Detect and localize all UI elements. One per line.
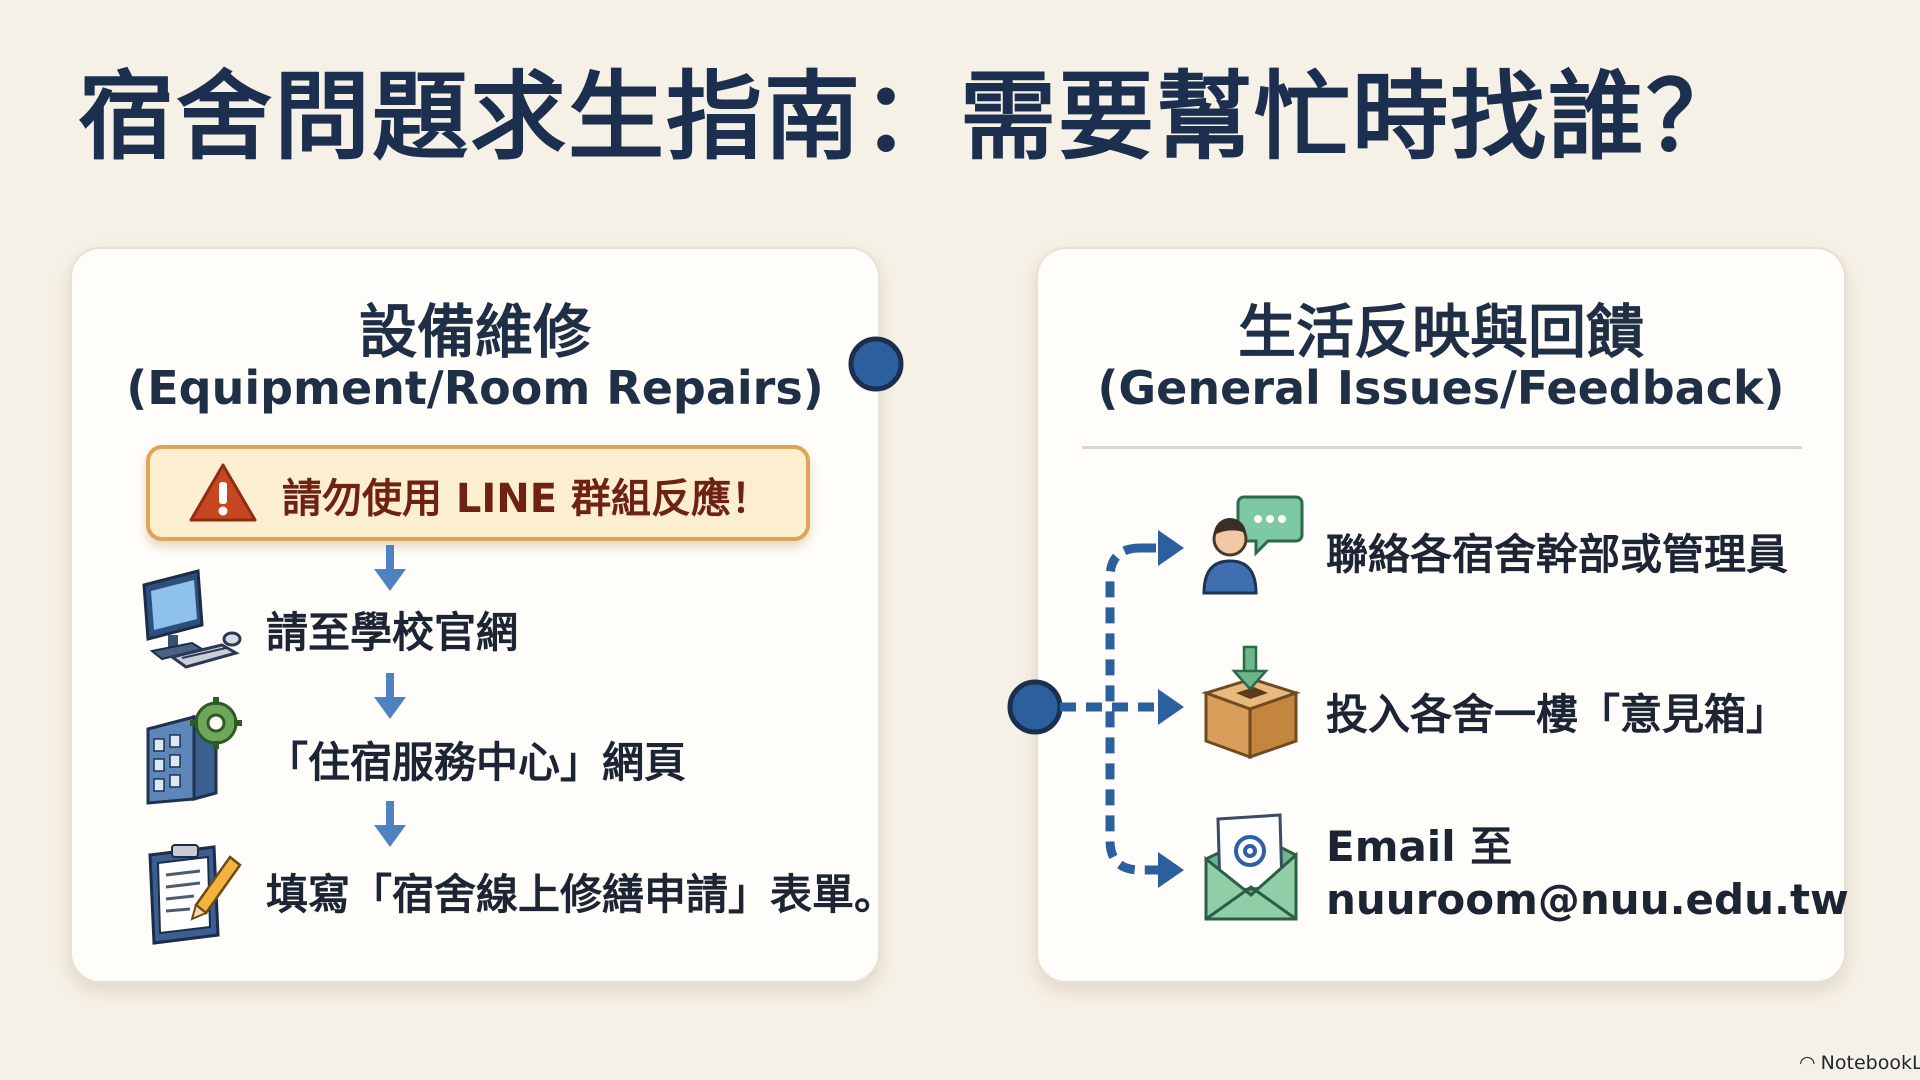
person-chat-icon xyxy=(1202,495,1304,595)
option-contact-staff: 聯絡各宿舍幹部或管理員 xyxy=(1326,530,1789,579)
flow-arrow-2 xyxy=(374,673,406,719)
repairs-card: 設備維修 (Equipment/Room Repairs) 請勿使用 LINE … xyxy=(70,247,896,983)
brand-watermark: ◠ NotebookL xyxy=(1800,1052,1920,1074)
email-icon xyxy=(1204,813,1298,921)
feedback-card: 生活反映與回饋 (General Issues/Feedback) 聯絡各宿舍幹… xyxy=(1036,247,1849,983)
option-email-prefix: Email 至 xyxy=(1326,822,1513,871)
step-housing-center-page: 「住宿服務中心」網頁 xyxy=(266,738,687,787)
building-gear-icon xyxy=(146,697,242,805)
feedback-card-subtitle: (General Issues/Feedback) xyxy=(1097,361,1785,415)
brand-logo-icon: ◠ xyxy=(1800,1052,1815,1074)
line-warning-banner: 請勿使用 LINE 群組反應！ xyxy=(146,445,810,541)
repairs-card-subtitle: (Equipment/Room Repairs) xyxy=(126,361,824,415)
repairs-card-title: 設備維修 xyxy=(358,298,591,366)
suggestion-box-icon xyxy=(1201,645,1301,760)
option-suggestion-box: 投入各舍一樓「意見箱」 xyxy=(1326,690,1789,739)
computer-icon xyxy=(142,569,242,669)
feedback-card-title: 生活反映與回饋 xyxy=(1237,298,1644,366)
option-email-address: nuuroom@nuu.edu.tw xyxy=(1326,874,1849,924)
step-repair-form: 填寫「宿舍線上修繕申請」表單。 xyxy=(266,870,897,919)
brand-label: NotebookL xyxy=(1820,1052,1920,1074)
warning-icon xyxy=(189,463,257,522)
step-school-website: 請至學校官網 xyxy=(266,608,519,657)
flow-arrow-3 xyxy=(374,801,406,847)
page-title: 宿舍問題求生指南：需要幫忙時找誰？ xyxy=(78,61,1744,173)
warning-text: 請勿使用 LINE 群組反應！ xyxy=(282,476,772,522)
flow-arrow-1 xyxy=(374,545,406,591)
option-email: Email 至 nuuroom@nuu.edu.tw xyxy=(1326,821,1849,926)
clipboard-pencil-icon xyxy=(148,844,242,945)
feedback-card-divider xyxy=(1082,446,1802,449)
